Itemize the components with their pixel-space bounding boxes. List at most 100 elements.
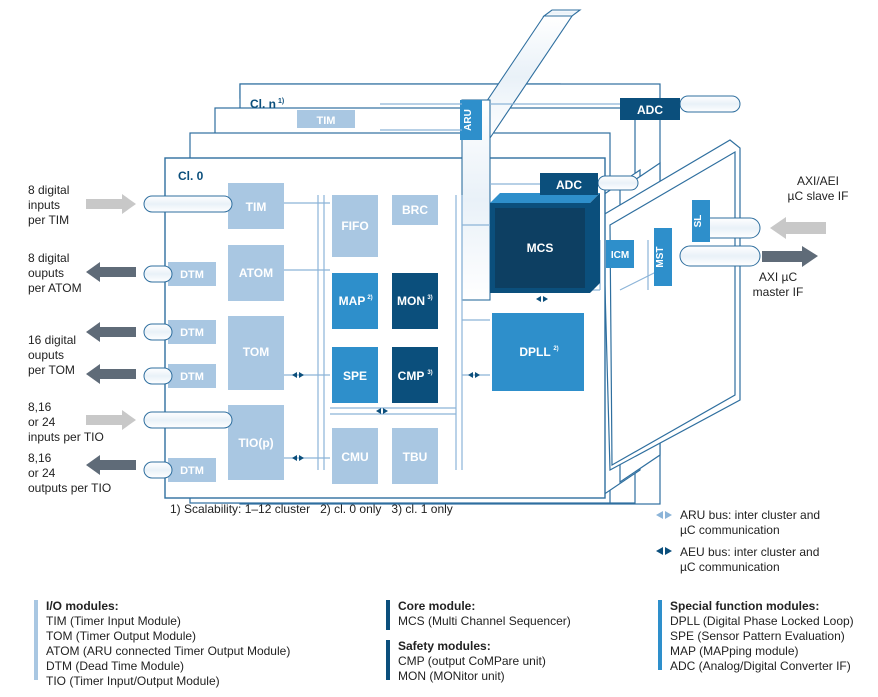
svg-text:TOM: TOM bbox=[243, 345, 269, 359]
svg-text:ARU: ARU bbox=[463, 109, 474, 131]
io-legend-item: TOM (Timer Output Module) bbox=[46, 629, 197, 643]
dtm-module-atom: DTM bbox=[168, 262, 216, 286]
mst-block: MST bbox=[654, 228, 672, 286]
io-legend-item: TIM (Timer Input Module) bbox=[46, 614, 181, 628]
safety-legend-item: MON (MONitor unit) bbox=[398, 669, 505, 683]
svg-text:TIM: TIM bbox=[246, 200, 267, 214]
tim-module-cluster-n: TIM bbox=[297, 110, 355, 128]
svg-text:TBU: TBU bbox=[403, 450, 428, 464]
master-if-tube bbox=[679, 245, 761, 267]
map-module: MAP 2) bbox=[332, 273, 378, 329]
icm-module: ICM bbox=[606, 240, 634, 268]
safety-legend-bar bbox=[386, 640, 390, 680]
svg-text:1): 1) bbox=[278, 98, 284, 105]
tbu-module: TBU bbox=[392, 428, 438, 484]
cmu-module: CMU bbox=[332, 428, 378, 484]
aeu-bus-markers bbox=[292, 296, 548, 461]
io-legend-item: DTM (Dead Time Module) bbox=[46, 659, 185, 673]
svg-text:DTM: DTM bbox=[180, 465, 204, 477]
svg-text:CMU: CMU bbox=[341, 450, 368, 464]
core-legend-item: MCS (Multi Channel Sequencer) bbox=[398, 614, 571, 628]
svg-text:MST: MST bbox=[655, 246, 666, 267]
dtm-module-tom-1: DTM bbox=[168, 320, 216, 344]
safety-legend: Safety modules: CMP (output CoMPare unit… bbox=[398, 639, 546, 684]
svg-text:ATOM: ATOM bbox=[239, 266, 273, 280]
svg-text:SPE: SPE bbox=[343, 369, 367, 383]
svg-text:TIM: TIM bbox=[317, 115, 336, 127]
sl-block: SL bbox=[692, 200, 710, 242]
input-arrows bbox=[86, 194, 136, 430]
io-legend-item: TIO (Timer Input/Output Module) bbox=[46, 674, 220, 688]
io-tubes bbox=[143, 195, 233, 479]
master-if-arrow bbox=[762, 246, 818, 267]
svg-text:BRC: BRC bbox=[402, 203, 428, 217]
tio-module: TIO(p) bbox=[228, 405, 284, 480]
aru-label-box: ARU bbox=[460, 100, 482, 140]
safety-legend-title: Safety modules: bbox=[398, 639, 491, 653]
special-legend-bar bbox=[658, 600, 662, 670]
svg-text:DTM: DTM bbox=[180, 269, 204, 281]
aru-bus-legend-glyph bbox=[656, 511, 672, 519]
cluster-n-label: Cl. n 1) bbox=[250, 97, 284, 111]
svg-text:Cl. n: Cl. n bbox=[250, 97, 276, 111]
slave-if-arrow bbox=[770, 217, 826, 239]
svg-text:ADC: ADC bbox=[556, 178, 582, 192]
svg-text:DTM: DTM bbox=[180, 371, 204, 383]
svg-text:TIO(p): TIO(p) bbox=[238, 436, 273, 450]
special-legend-title: Special function modules: bbox=[670, 599, 820, 613]
spe-module: SPE bbox=[332, 347, 378, 403]
svg-text:ADC: ADC bbox=[637, 103, 663, 117]
mcs-module: MCS bbox=[490, 193, 600, 293]
dtm-module-tom-2: DTM bbox=[168, 364, 216, 388]
svg-text:FIFO: FIFO bbox=[341, 219, 368, 233]
io-legend-bar bbox=[34, 600, 38, 680]
adc-tube-front bbox=[597, 175, 639, 191]
brc-module: BRC bbox=[392, 195, 438, 225]
adc-module-front: ADC bbox=[540, 173, 598, 195]
cluster-0-label: Cl. 0 bbox=[178, 169, 204, 183]
atom-module: ATOM bbox=[228, 245, 284, 301]
svg-text:DTM: DTM bbox=[180, 327, 204, 339]
aeu-bus-legend-glyph bbox=[656, 547, 672, 555]
core-legend: Core module: MCS (Multi Channel Sequence… bbox=[398, 599, 571, 629]
io-legend-title: I/O modules: bbox=[46, 599, 119, 613]
tim-module: TIM bbox=[228, 183, 284, 229]
svg-text:SL: SL bbox=[693, 215, 704, 228]
safety-legend-item: CMP (output CoMPare unit) bbox=[398, 654, 546, 668]
cluster-side-walls bbox=[599, 139, 741, 499]
core-legend-bar bbox=[386, 600, 390, 630]
svg-text:2): 2) bbox=[553, 346, 558, 352]
adc-module-back: ADC bbox=[620, 98, 680, 120]
io-legend: I/O modules: TIM (Timer Input Module) TO… bbox=[46, 599, 290, 689]
special-legend-item: MAP (MAPping module) bbox=[670, 644, 799, 658]
io-legend-item: ATOM (ARU connected Timer Output Module) bbox=[46, 644, 291, 658]
special-legend: Special function modules: DPLL (Digital … bbox=[670, 599, 854, 674]
cmp-module: CMP 3) bbox=[392, 347, 438, 403]
svg-text:MAP: MAP bbox=[339, 294, 366, 308]
core-legend-title: Core module: bbox=[398, 599, 476, 613]
svg-text:3): 3) bbox=[427, 295, 432, 301]
svg-text:3): 3) bbox=[427, 370, 432, 376]
scalability-footnote: 1) Scalability: 1–12 cluster 2) cl. 0 on… bbox=[170, 502, 453, 516]
svg-text:DPLL: DPLL bbox=[519, 345, 550, 359]
adc-tube-back bbox=[679, 95, 741, 113]
mon-module: MON 3) bbox=[392, 273, 438, 329]
svg-text:MON: MON bbox=[397, 294, 425, 308]
internal-bus-lines bbox=[284, 103, 661, 470]
dtm-module-tio: DTM bbox=[168, 458, 216, 482]
output-arrows bbox=[86, 262, 136, 475]
special-legend-item: DPLL (Digital Phase Locked Loop) bbox=[670, 614, 854, 628]
tom-module: TOM bbox=[228, 316, 284, 390]
svg-text:2): 2) bbox=[367, 295, 372, 301]
special-legend-item: SPE (Sensor Pattern Evaluation) bbox=[670, 629, 845, 643]
svg-text:ICM: ICM bbox=[611, 250, 629, 261]
